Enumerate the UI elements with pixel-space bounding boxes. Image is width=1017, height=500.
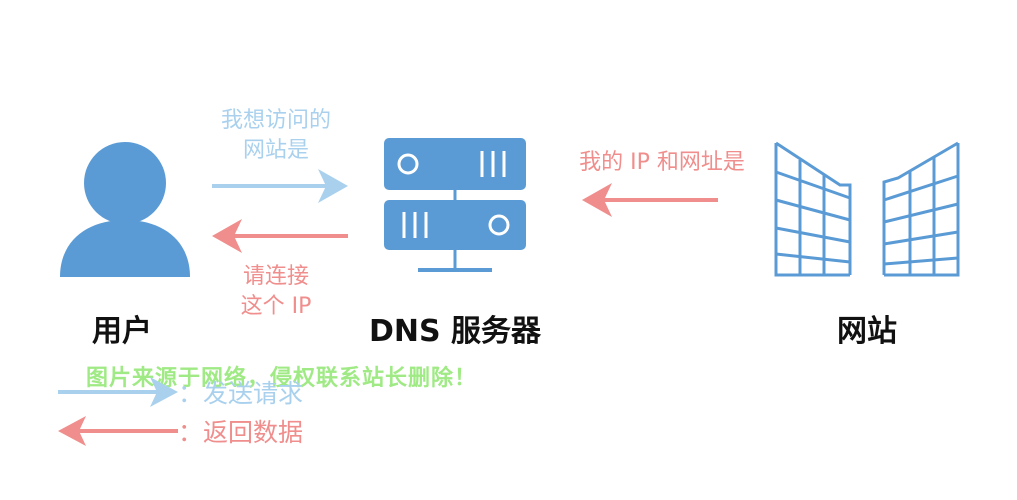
server-icon bbox=[384, 138, 526, 272]
website-arrow-left bbox=[582, 183, 718, 217]
response-message-line2: 这个 IP bbox=[240, 294, 312, 319]
request-message-line2: 网站是 bbox=[242, 138, 309, 163]
response-message-line1: 请连接 bbox=[242, 264, 309, 289]
building-right bbox=[882, 141, 960, 277]
response-message: 请连接 这个 IP bbox=[206, 262, 346, 322]
building-left bbox=[774, 141, 852, 277]
response-arrow-left bbox=[212, 219, 348, 253]
server-unit-top bbox=[384, 138, 526, 190]
website-message: 我的 IP 和网址是 bbox=[579, 150, 745, 175]
request-message: 我想访问的 网站是 bbox=[206, 106, 346, 166]
request-message-line1: 我想访问的 bbox=[220, 108, 331, 133]
person-body bbox=[60, 220, 190, 277]
legend-request-arrow bbox=[58, 377, 178, 407]
legend-request-label: ：发送请求 bbox=[178, 379, 304, 408]
person-icon bbox=[60, 142, 190, 277]
building-icon bbox=[774, 141, 960, 277]
legend-response-arrow bbox=[58, 416, 178, 446]
website-label: 网站 bbox=[837, 314, 897, 349]
person-head bbox=[84, 142, 166, 224]
server-unit-bottom bbox=[384, 200, 526, 250]
legend-response-label: ：返回数据 bbox=[178, 418, 304, 447]
dns-server-label: DNS 服务器 bbox=[368, 314, 542, 349]
request-arrow-right bbox=[212, 169, 348, 203]
user-label: 用户 bbox=[92, 314, 152, 349]
